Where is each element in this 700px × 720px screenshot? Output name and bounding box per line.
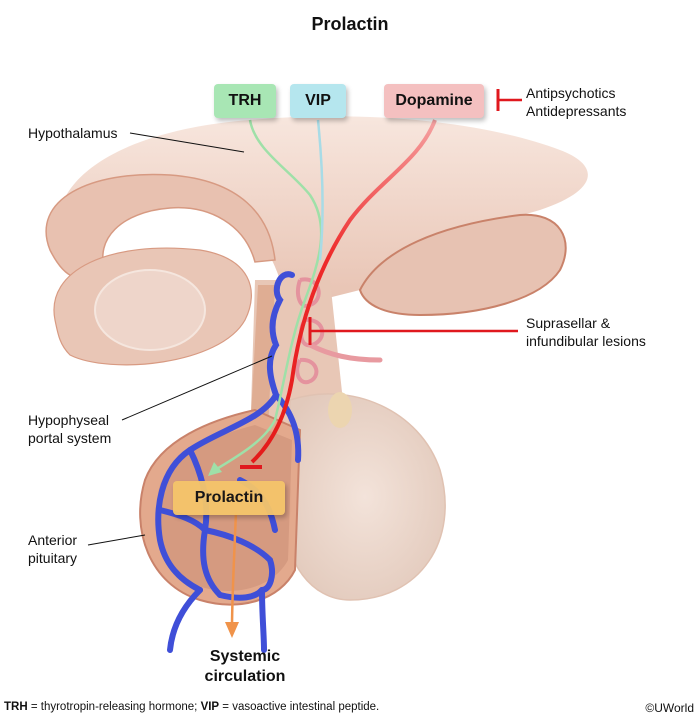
trh-box: TRH xyxy=(214,84,276,118)
vip-box: VIP xyxy=(290,84,346,118)
dopamine-box: Dopamine xyxy=(384,84,484,118)
prolactin-label: Prolactin xyxy=(194,489,264,506)
antipsychotics-label: Antipsychotics xyxy=(526,85,616,101)
footnote-def-trh: = thyrotropin-releasing hormone; xyxy=(27,701,201,713)
footnote-def-vip: = vasoactive intestinal peptide. xyxy=(219,701,380,713)
copyright: ©UWorld xyxy=(645,701,694,715)
posterior-pituitary xyxy=(284,393,446,601)
lesions-label: Suprasellar & infundibular lesions xyxy=(526,314,646,350)
anterior-label-line1: Anterior xyxy=(28,532,78,548)
prolactin-pathway xyxy=(230,511,238,629)
dopamine-label: Dopamine xyxy=(395,92,473,109)
trh-label: TRH xyxy=(228,92,262,109)
anterior-pituitary-leader xyxy=(87,534,146,546)
antidepressants-label: Antidepressants xyxy=(526,103,627,119)
lesions-label-line2: infundibular lesions xyxy=(526,333,646,349)
artery-branch xyxy=(307,342,383,363)
footnote-abbr-trh: TRH xyxy=(4,701,28,713)
footnote-abbr-vip: VIP xyxy=(200,701,220,713)
anterior-pituitary-label: Anterior pituitary xyxy=(28,531,77,567)
inhibitors-label: Antipsychotics Antidepressants xyxy=(526,84,626,120)
hypophyseal-leader xyxy=(121,355,273,421)
right-lobe xyxy=(358,213,567,317)
systemic-circulation-label: Systemic circulation xyxy=(190,647,300,687)
systemic-label-line1: Systemic xyxy=(209,648,281,665)
prolactin-box: Prolactin xyxy=(173,481,285,515)
diagram-title: Prolactin xyxy=(311,14,389,34)
dopamine-pathway xyxy=(250,119,437,464)
trh-pathway xyxy=(214,119,323,472)
hypophyseal-label-line2: portal system xyxy=(28,430,112,446)
anterior-label-line2: pituitary xyxy=(28,550,78,566)
prolactin-arrowhead xyxy=(225,622,239,638)
hypophyseal-label-line1: Hypophyseal xyxy=(28,412,109,428)
systemic-label-line2: circulation xyxy=(204,668,286,685)
hypothalamus-leader xyxy=(129,132,245,153)
lesions-label-line1: Suprasellar & xyxy=(526,315,611,331)
vip-label: VIP xyxy=(305,92,331,109)
hypothalamus-label: Hypothalamus xyxy=(28,125,118,141)
hypophyseal-portal-label: Hypophyseal portal system xyxy=(28,411,111,447)
trh-arrowhead xyxy=(208,462,222,476)
vip-pathway xyxy=(316,119,324,261)
footnote: TRH = thyrotropin-releasing hormone; VIP… xyxy=(4,701,379,713)
